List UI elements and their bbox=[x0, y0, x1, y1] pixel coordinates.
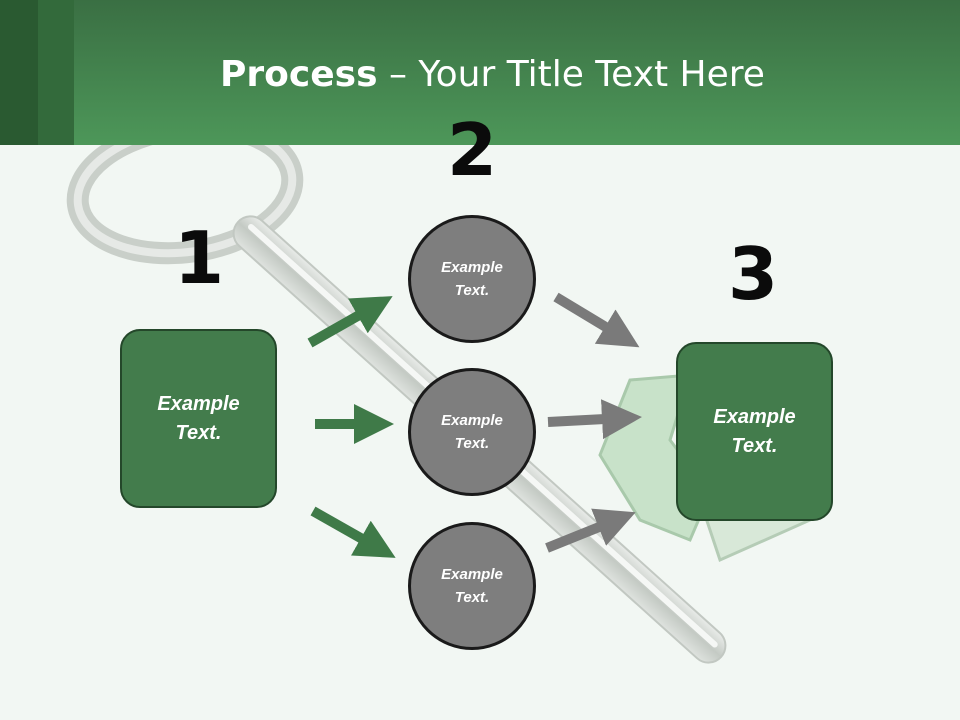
right-step-box: Example Text. bbox=[676, 342, 833, 521]
middle-circle-text: Example Text. bbox=[441, 412, 503, 452]
header-stripe bbox=[0, 0, 38, 145]
bottom-circle-text: Example Text. bbox=[441, 566, 503, 606]
step-number-3: 3 bbox=[727, 232, 779, 316]
header-stripe bbox=[38, 0, 74, 145]
right-step-text: Example Text. bbox=[713, 405, 796, 457]
bottom-circle: Example Text. bbox=[408, 522, 536, 650]
title-bold: Process bbox=[220, 54, 378, 95]
title-bar: Process – Your Title Text Here bbox=[0, 0, 960, 145]
left-step-box: Example Text. bbox=[120, 329, 277, 508]
arrow-from-bottom-circle bbox=[545, 508, 636, 553]
title-rest: – Your Title Text Here bbox=[377, 54, 765, 95]
arrow-from-middle-circle bbox=[547, 399, 642, 440]
top-circle: Example Text. bbox=[408, 215, 536, 343]
step-number-1: 1 bbox=[173, 216, 225, 300]
left-step-text: Example Text. bbox=[157, 392, 240, 444]
top-circle-text: Example Text. bbox=[441, 259, 503, 299]
step-number-2: 2 bbox=[446, 108, 498, 192]
arrow-to-top-circle bbox=[307, 296, 393, 348]
page-title: Process – Your Title Text Here bbox=[0, 52, 960, 98]
middle-circle: Example Text. bbox=[408, 368, 536, 496]
arrow-from-top-circle bbox=[553, 292, 640, 348]
arrow-to-bottom-circle bbox=[310, 506, 396, 558]
